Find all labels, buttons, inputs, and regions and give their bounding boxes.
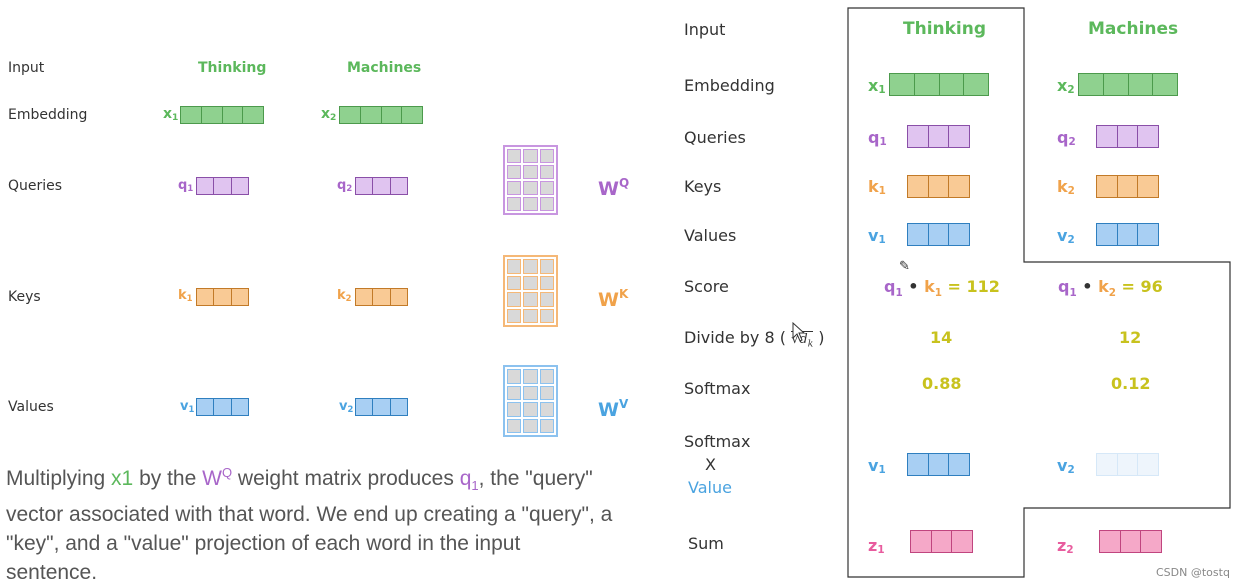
r-var-q2: q2 xyxy=(1057,128,1076,148)
r-row-label-sum: Sum xyxy=(688,534,724,553)
watermark: CSDN @tostq xyxy=(1156,566,1230,579)
var-v2: v2 xyxy=(339,399,354,414)
r-row-label-softmax: Softmax xyxy=(684,379,751,398)
mouse-cursor-icon xyxy=(792,322,806,342)
r-row-label-values: Values xyxy=(684,226,737,245)
r-row-label-keys: Keys xyxy=(684,177,722,196)
key-vector-k2 xyxy=(355,288,408,306)
var-q1: q1 xyxy=(178,178,194,193)
row-label-queries: Queries xyxy=(8,178,63,194)
softmax-value-machines: 0.12 xyxy=(1111,374,1151,393)
r-var-v2: v2 xyxy=(1057,226,1075,246)
r-word-machines: Machines xyxy=(1088,19,1179,39)
var-k2: k2 xyxy=(337,288,352,303)
word-thinking: Thinking xyxy=(198,60,267,76)
r-query-vector-q1 xyxy=(907,125,970,148)
r-var-sv2: v2 xyxy=(1057,456,1075,476)
value-vector-v1 xyxy=(196,398,249,416)
embedding-vector-x2 xyxy=(339,106,423,124)
var-x2: x2 xyxy=(321,106,337,123)
r-value-vector-v1 xyxy=(907,223,970,246)
weight-label-wk: WK xyxy=(598,287,629,311)
r-key-vector-k2 xyxy=(1096,175,1159,198)
row-label-embedding: Embedding xyxy=(8,107,88,123)
sum-vector-z1 xyxy=(910,530,973,553)
row-label-input: Input xyxy=(8,60,45,76)
key-vector-k1 xyxy=(196,288,249,306)
row-label-keys: Keys xyxy=(8,289,41,305)
query-vector-q2 xyxy=(355,177,408,195)
weighted-value-vector-v1 xyxy=(907,453,970,476)
caption-wq: WQ xyxy=(202,465,233,490)
weight-matrix-wq xyxy=(503,145,558,215)
r-row-label-queries: Queries xyxy=(684,128,746,147)
r-var-q1: q1 xyxy=(868,128,887,148)
var-k1: k1 xyxy=(178,288,193,303)
softmax-value-thinking: 0.88 xyxy=(922,374,962,393)
var-v1: v1 xyxy=(180,399,195,414)
r-value-vector-v2 xyxy=(1096,223,1159,246)
divide-value-machines: 12 xyxy=(1119,328,1142,347)
row-label-values: Values xyxy=(8,399,54,415)
score-machines: q1 • k2 = 96 xyxy=(1058,277,1163,300)
embedding-vector-x1 xyxy=(180,106,264,124)
word-machines: Machines xyxy=(347,60,422,76)
weight-matrix-wk xyxy=(503,255,558,327)
score-thinking: q1 • k1 = 112 xyxy=(884,277,1000,300)
value-vector-v2 xyxy=(355,398,408,416)
var-x1: x1 xyxy=(163,106,179,123)
r-var-k2: k2 xyxy=(1057,177,1075,197)
r-var-v1: v1 xyxy=(868,226,886,246)
r-row-label-softmax-x-value-2: X xyxy=(705,455,716,474)
r-var-z1: z1 xyxy=(868,536,885,556)
pencil-icon: ✎ xyxy=(899,258,910,273)
r-var-sv1: v1 xyxy=(868,456,886,476)
r-var-x2: x2 xyxy=(1057,76,1075,96)
divide-value-thinking: 14 xyxy=(930,328,953,347)
query-vector-q1 xyxy=(196,177,249,195)
r-query-vector-q2 xyxy=(1096,125,1159,148)
r-embedding-vector-x1 xyxy=(889,73,989,96)
weight-matrix-wv xyxy=(503,365,558,437)
r-var-k1: k1 xyxy=(868,177,886,197)
r-key-vector-k1 xyxy=(907,175,970,198)
caption-q1: q1 xyxy=(459,467,479,494)
r-var-z2: z2 xyxy=(1057,536,1074,556)
r-row-label-softmax-x-value-3: Value xyxy=(688,478,732,497)
r-word-thinking: Thinking xyxy=(903,19,987,39)
r-row-label-softmax-x-value-1: Softmax xyxy=(684,432,751,451)
weight-label-wq: WQ xyxy=(598,176,630,200)
caption-paragraph: Multiplying x1 by the WQ weight matrix p… xyxy=(6,465,613,585)
r-row-label-input: Input xyxy=(684,20,726,39)
thinking-column-outline xyxy=(847,7,1231,578)
sum-vector-z2 xyxy=(1099,530,1162,553)
var-q2: q2 xyxy=(337,178,353,193)
weight-label-wv: WV xyxy=(598,397,629,421)
r-row-label-embedding: Embedding xyxy=(684,76,775,95)
r-row-label-score: Score xyxy=(684,277,729,296)
weighted-value-vector-v2 xyxy=(1096,453,1159,476)
r-embedding-vector-x2 xyxy=(1078,73,1178,96)
r-var-x1: x1 xyxy=(868,76,886,96)
